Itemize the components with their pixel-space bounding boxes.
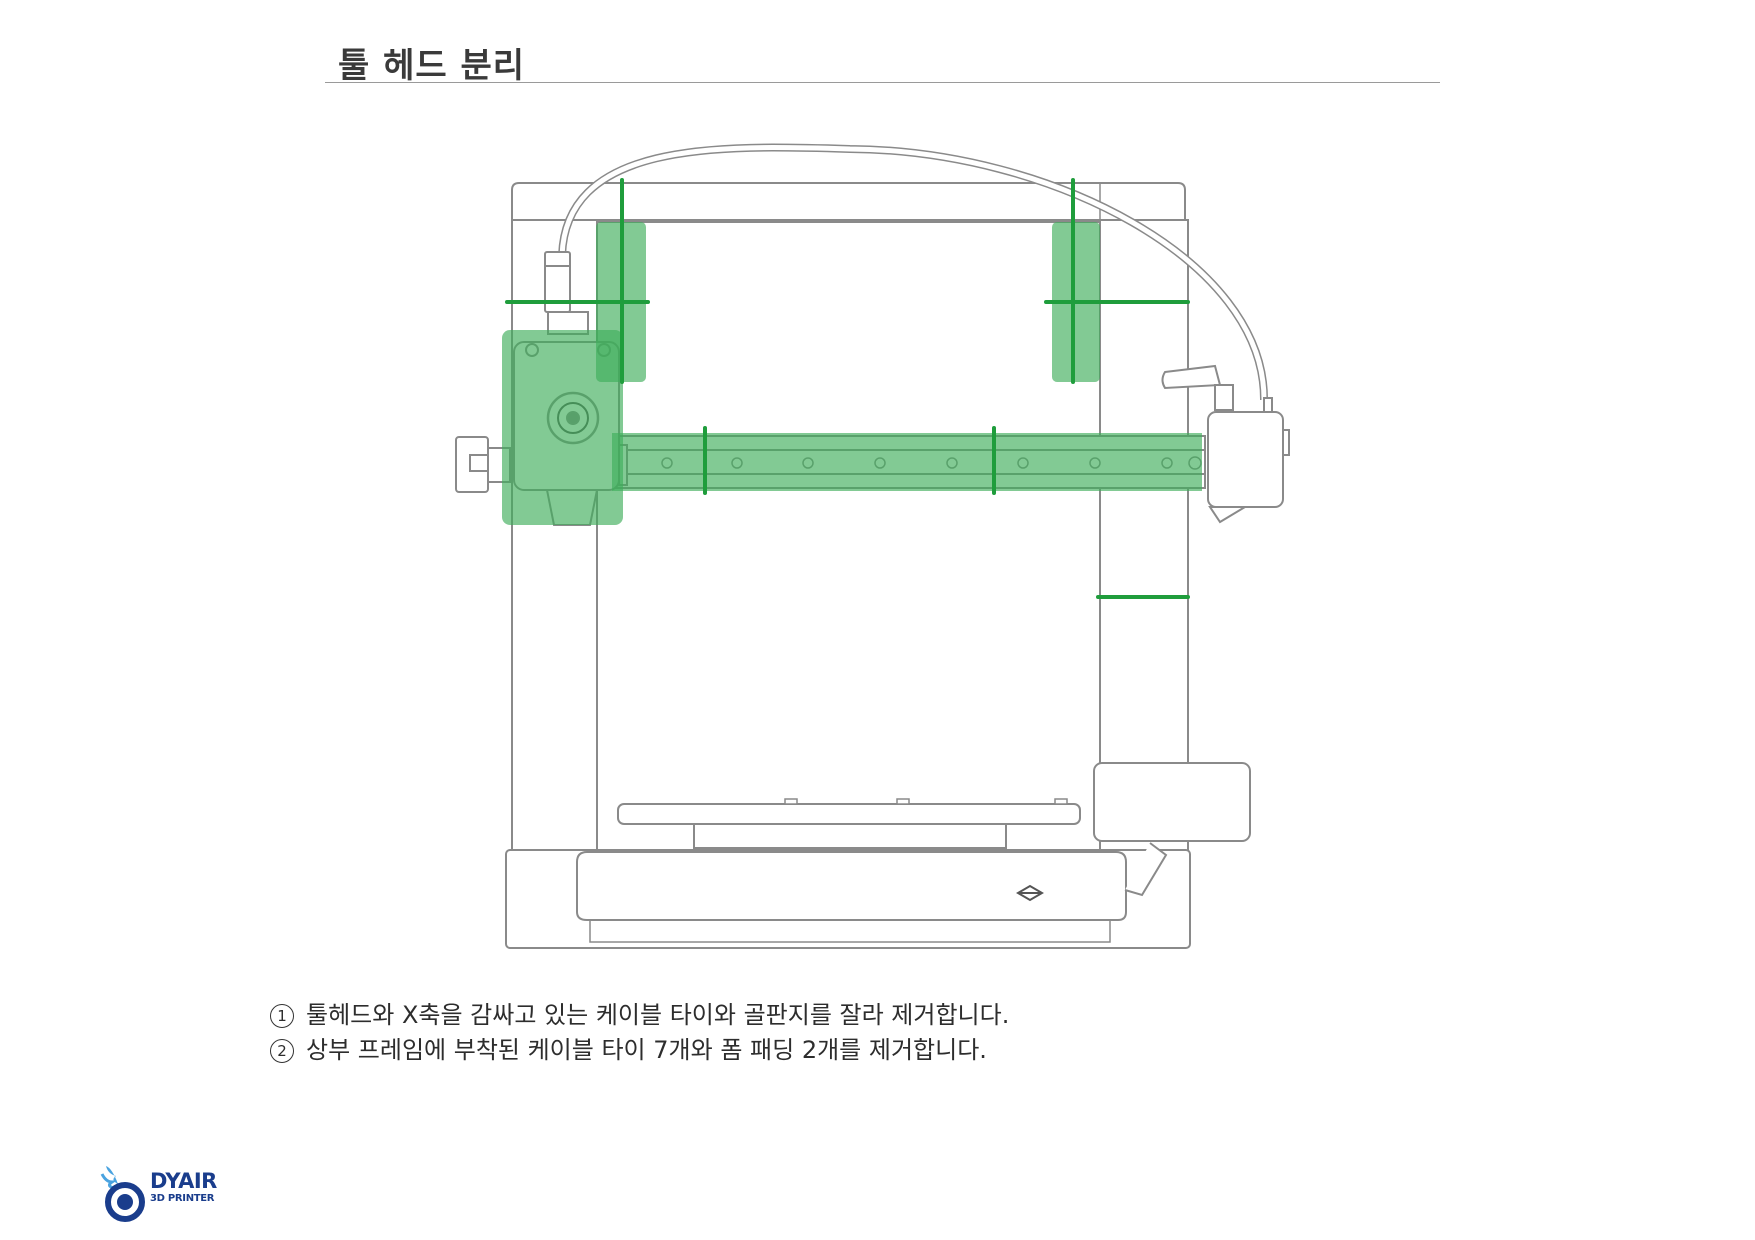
instruction-step: 1 툴헤드와 X축을 감싸고 있는 케이블 타이와 골판지를 잘라 제거합니다. [270,998,1009,1033]
base-front-panel [576,851,1127,921]
instruction-text: 툴헤드와 X축을 감싸고 있는 케이블 타이와 골판지를 잘라 제거합니다. [306,1001,1010,1029]
page-title: 툴 헤드 분리 [338,46,526,86]
logo-subtitle: 3D PRINTER [150,1193,215,1204]
brand-mark-icon [1016,884,1044,902]
frame-top-bar [511,182,1186,223]
logo-text: DYAIR 3D PRINTER [150,1171,217,1205]
cable-tie-marks [505,178,1190,599]
instruction-text: 상부 프레임에 부착된 케이블 타이 7개와 폼 패딩 2개를 제거합니다. [306,1036,987,1064]
step-number-badge: 2 [270,1039,294,1063]
frame-right-upright [1099,219,1189,861]
spool-holder-hook [1161,364,1222,390]
logo-emblem-icon [100,1166,145,1222]
print-bed [617,803,1081,825]
step-number-badge: 1 [270,1004,294,1028]
brand-logo: DYAIR 3D PRINTER [98,1160,228,1224]
x-motor-housing [1207,411,1284,508]
bed-carriage [693,823,1007,849]
packing-highlight-toolhead [502,330,623,525]
instruction-step: 2 상부 프레임에 부착된 케이블 타이 7개와 폼 패딩 2개를 제거합니다. [270,1033,1009,1068]
packing-highlight-x-axis [612,433,1202,491]
logo-name: DYAIR [150,1169,217,1193]
title-divider [325,82,1440,83]
display-screen [1093,762,1251,842]
